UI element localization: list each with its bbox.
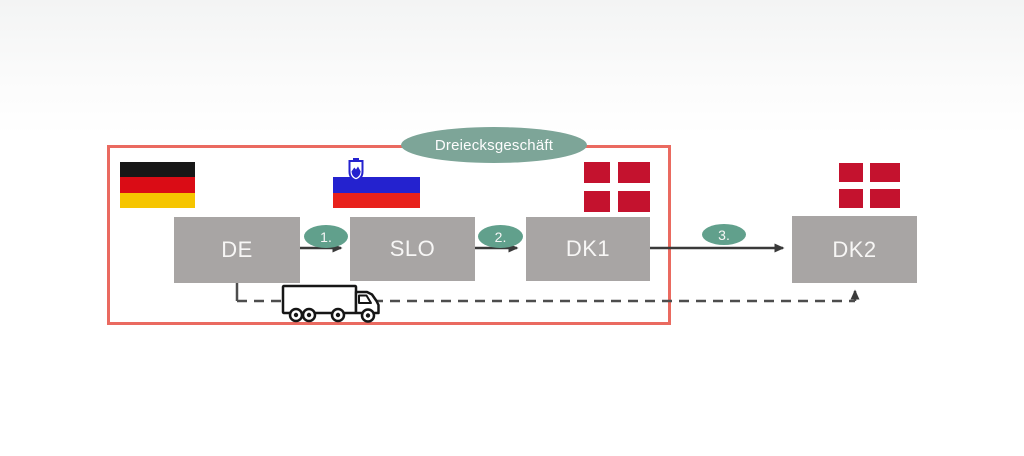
diagram-title-badge: Dreiecksgeschäft (401, 127, 587, 163)
step-1-label: 1. (320, 228, 332, 245)
node-dk1-label: DK1 (565, 236, 611, 261)
dreiecksgeschaeft-frame (107, 145, 671, 325)
step-3-label: 3. (718, 226, 730, 243)
germany-flag-icon (120, 162, 195, 208)
diagram-title: Dreiecksgeschäft (434, 136, 554, 154)
node-de: DE (174, 217, 300, 283)
slovenia-coat-of-arms-icon (348, 158, 364, 182)
flag-stripe (333, 177, 420, 193)
node-slo-label: SLO (389, 236, 436, 261)
step-2-badge: 2. (478, 225, 523, 248)
node-de-label: DE (221, 237, 253, 262)
denmark-flag-icon (584, 162, 650, 212)
step-3-badge: 3. (702, 224, 746, 245)
denmark-flag-icon (839, 163, 900, 208)
node-dk2-label: DK2 (832, 236, 877, 262)
flag-stripe (120, 177, 195, 193)
step-2-label: 2. (494, 228, 507, 245)
node-slo: SLO (350, 217, 475, 281)
flag-stripe (120, 162, 195, 178)
node-dk2: DK2 (792, 216, 917, 283)
flag-stripe (120, 192, 195, 208)
flag-cross-bar (584, 183, 650, 191)
node-dk1: DK1 (526, 217, 650, 281)
flag-cross-bar (839, 181, 900, 189)
flag-stripe (333, 192, 420, 208)
slovenia-flag-icon (333, 158, 420, 208)
step-1-badge: 1. (304, 225, 348, 248)
